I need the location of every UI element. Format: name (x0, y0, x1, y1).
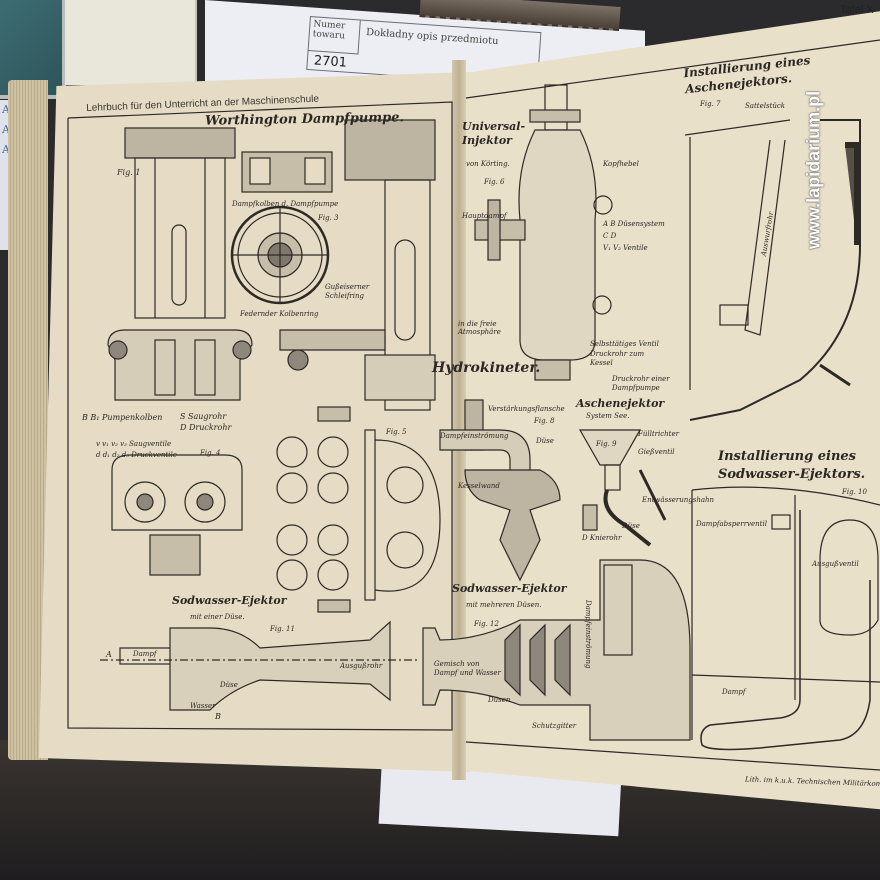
label-fig3: Fig. 3 (318, 214, 339, 222)
pump-valves-drawing (111, 454, 243, 576)
label-druckrohr-kessel: Druckrohr zum Kessel (590, 350, 645, 367)
watermark: www.lapidarium.pl (800, 60, 828, 280)
label-dampf-right: Dampf (722, 688, 746, 696)
label-schutzgitter: Schutzgitter (532, 722, 577, 730)
label-duse-hydro: Düse (536, 437, 554, 445)
label-druckrohr-pumpe: Druckrohr einer Dampfpumpe (612, 375, 670, 392)
label-dampf-left: Dampf (133, 650, 157, 658)
label-fulltrichter: Fülltrichter (638, 430, 679, 438)
right-plate-bottom-rule (465, 741, 880, 771)
sodwasser-installation-drawing (691, 486, 880, 751)
right-plate-frame (465, 39, 880, 99)
subtitle-aschenejektor: System See. (586, 412, 630, 420)
label-druckventile: d d₁ d₂ d₃ Druckventile (96, 451, 177, 459)
label-ausgussventil: Ausgußventil (812, 560, 859, 568)
label-giessventil: Gießventil (638, 448, 675, 456)
label-dusen: Düsen (488, 696, 511, 704)
label-dusensystem: A B Düsensystem (603, 220, 665, 228)
worthington-pump-drawing (107, 127, 253, 401)
subtitle-sodwasser-multi: mit mehreren Düsen. (466, 601, 542, 609)
label-fig9: Fig. 9 (596, 440, 617, 448)
label-dampfeinstromung: Dampfeinströmung (440, 432, 509, 440)
label-fig7: Fig. 7 (700, 100, 721, 108)
label-cd: C D (603, 232, 617, 240)
label-verstarkungsflansche: Verstärkungsflansche (488, 405, 565, 413)
title-sodwasser-single: Sodwasser-Ejektor (172, 594, 287, 607)
label-hauptdampf: Hauptdampf (462, 212, 507, 220)
valve-gear-drawing (279, 119, 436, 411)
side-note-line: A (2, 123, 10, 136)
sodwasser-ejector-multi-drawing (422, 559, 691, 741)
label-saugventile: v v₁ v₂ v₃ Saugventile (96, 440, 172, 448)
left-plate-frame (67, 101, 453, 731)
piston-drawing (230, 151, 333, 305)
label-selbsttatiges: Selbsttätiges Ventil (590, 340, 659, 348)
label-ventile: V₁ V₂ Ventile (603, 244, 648, 252)
label-fig5: Fig. 5 (386, 428, 407, 436)
subtitle-sodwasser-single: mit einer Düse. (190, 613, 245, 621)
label-dampfeinstromung-vertical: Dampfeinströmung (584, 600, 592, 669)
label-ausgussrohr: Ausgußrohr (340, 662, 383, 670)
label-fig1: Fig. 1 (117, 168, 141, 177)
valve-chest-drawing (276, 406, 441, 613)
book-page-edges (8, 80, 48, 760)
title-sodwasser-multi: Sodwasser-Ejektor (452, 582, 567, 595)
ash-ejector-drawing (578, 429, 667, 547)
label-saugrohr: S Saugrohr (180, 412, 227, 421)
title-installierung-sod: Installierung eines Sodwasser-Ejektors. (718, 449, 866, 482)
label-gemisch: Gemisch von Dampf und Wasser (434, 660, 501, 677)
title-aschenejektor: Aschenejektor (576, 397, 665, 410)
watermark-text: www.lapidarium.pl (803, 90, 824, 250)
label-fig6: Fig. 6 (484, 178, 505, 186)
label-pumpenkolben: B B₁ Pumpenkolben (82, 413, 163, 422)
label-entwasserungshahn: Entwässerungshahn (642, 496, 715, 504)
title-universal-injector: Universal-Injektor (462, 120, 526, 147)
label-gusseiserner: Gußeiserner Schleifring (325, 283, 370, 300)
label-duse-left: Düse (220, 681, 238, 689)
label-knierohr: D Knierohr (582, 534, 622, 542)
label-sattelstuck: Sattelstück (745, 102, 786, 110)
label-dampfabsperrventil: Dampfabsperrventil (696, 520, 767, 528)
label-fig12: Fig. 12 (474, 620, 499, 628)
label-fig8: Fig. 8 (534, 417, 555, 425)
side-note-line: A (2, 103, 10, 116)
label-wasser: Wasser (190, 702, 216, 710)
label-kopfhebel: Kopfhebel (603, 160, 639, 168)
label-fig10: Fig. 10 (842, 488, 867, 496)
book-gutter (452, 60, 466, 780)
hydrokineter-drawing (439, 399, 561, 582)
universal-injector-drawing (474, 84, 613, 381)
plastic-sleeve (65, 0, 197, 85)
plate-number: Tafel X (840, 4, 874, 16)
ash-ejector-installation-drawing (684, 119, 861, 421)
label-letter-a: A (106, 650, 112, 659)
label-kesselwand: Kesselwand (458, 482, 500, 490)
title-hydrokineter: Hydrokineter. (432, 360, 541, 376)
label-duse-asche: Düse (622, 522, 640, 530)
label-fig4: Fig. 4 (200, 449, 221, 457)
label-druckrohr: D Druckrohr (180, 423, 232, 432)
subtitle-universal-injector: von Körting. (466, 160, 510, 168)
label-in-die-freie: in die freie Atmosphäre (458, 320, 501, 336)
label-letter-b: B (215, 712, 221, 721)
label-dampfkolben: Dampfkolben d. Dampfpumpe (232, 200, 339, 208)
sodwasser-ejector-single-drawing (100, 620, 420, 711)
label-federnder: Federnder Kolbenring (240, 310, 319, 318)
label-fig11: Fig. 11 (270, 625, 295, 633)
